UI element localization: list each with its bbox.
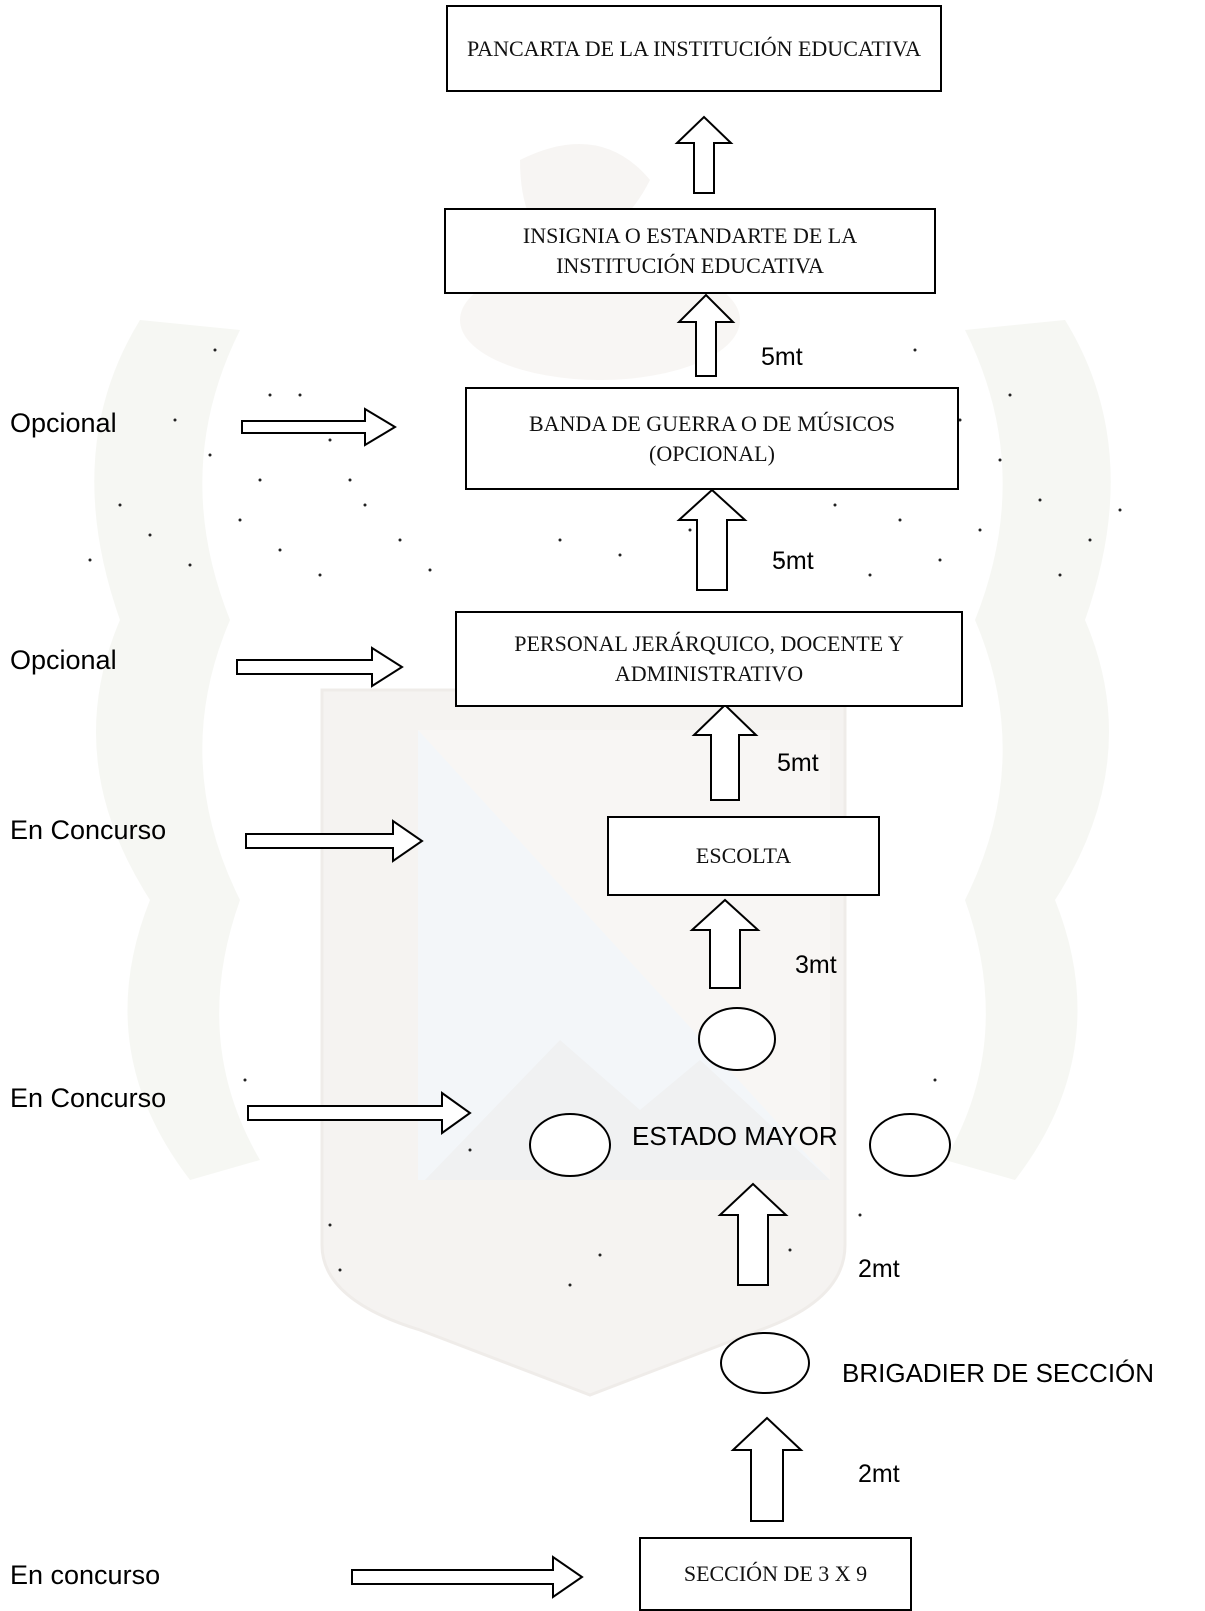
box-escolta: ESCOLTA — [607, 816, 880, 896]
side-label-escolta: En Concurso — [10, 815, 167, 845]
up-arrow-personal-to-banda — [676, 488, 748, 591]
distance-escolta-to-personal: 5mt — [777, 749, 819, 777]
up-arrow-banda-to-insignia — [676, 293, 736, 377]
box-personal-label: PERSONAL JERÁRQUICO, DOCENTE Y ADMINISTR… — [514, 631, 904, 686]
side-label-estado-mayor: En Concurso — [10, 1083, 167, 1113]
oval-estado-mayor-right — [869, 1113, 951, 1177]
right-arrow-estado-mayor — [247, 1091, 472, 1135]
oval-brigadier — [720, 1332, 810, 1394]
oval-estado-mayor-top — [698, 1007, 776, 1071]
side-label-banda: Opcional — [10, 408, 117, 438]
box-insignia: INSIGNIA O ESTANDARTE DE LA INSTITUCIÓN … — [444, 208, 936, 294]
box-seccion: SECCIÓN DE 3 X 9 — [639, 1537, 912, 1611]
right-arrow-personal — [236, 646, 404, 688]
side-label-seccion: En concurso — [10, 1560, 161, 1590]
right-arrow-escolta — [245, 819, 424, 863]
brigadier-label: BRIGADIER DE SECCIÓN — [842, 1358, 1155, 1388]
up-arrow-estado-to-escolta — [689, 898, 761, 989]
right-arrow-banda — [241, 407, 397, 447]
distance-brigadier-to-estado: 2mt — [858, 1255, 900, 1283]
side-label-personal: Opcional — [10, 645, 117, 675]
box-pancarta-label: PANCARTA DE LA INSTITUCIÓN EDUCATIVA — [466, 35, 922, 61]
box-seccion-label: SECCIÓN DE 3 X 9 — [683, 1561, 868, 1586]
box-pancarta: PANCARTA DE LA INSTITUCIÓN EDUCATIVA — [446, 5, 942, 92]
box-personal: PERSONAL JERÁRQUICO, DOCENTE Y ADMINISTR… — [455, 611, 963, 707]
distance-personal-to-banda: 5mt — [772, 547, 814, 575]
box-escolta-label: ESCOLTA — [695, 843, 792, 868]
up-arrow-seccion-to-brigadier — [730, 1416, 804, 1522]
box-insignia-label: INSIGNIA O ESTANDARTE DE LA INSTITUCIÓN … — [522, 223, 858, 278]
up-arrow-brigadier-to-estado — [717, 1182, 789, 1286]
distance-banda-to-insignia: 5mt — [761, 343, 803, 371]
up-arrow-escolta-to-personal — [691, 703, 759, 801]
up-arrow-insignia-to-pancarta — [674, 115, 734, 194]
right-arrow-seccion — [351, 1555, 584, 1599]
distance-estado-to-escolta: 3mt — [795, 951, 837, 979]
box-banda: BANDA DE GUERRA O DE MÚSICOS (OPCIONAL) — [465, 387, 959, 490]
box-banda-label: BANDA DE GUERRA O DE MÚSICOS (OPCIONAL) — [528, 410, 896, 466]
oval-estado-mayor-left — [529, 1113, 611, 1177]
distance-seccion-to-brigadier: 2mt — [858, 1460, 900, 1488]
estado-mayor-label: ESTADO MAYOR — [632, 1121, 838, 1151]
